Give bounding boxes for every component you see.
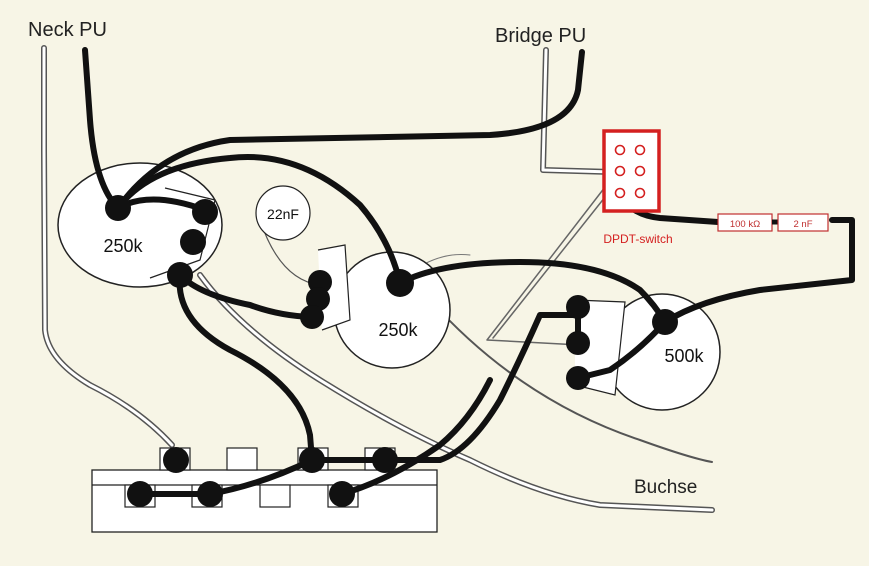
switch-lug [634, 144, 646, 156]
pot-right-label: 500k [664, 346, 704, 366]
switch-lug [634, 187, 646, 199]
neck-pickup-label: Neck PU [28, 19, 107, 41]
resistor-label: 100 kΩ [730, 219, 760, 230]
pot-left-label: 250k [103, 236, 143, 256]
pot-right: 500k [574, 293, 721, 411]
capacitor-label: 22nF [267, 206, 299, 222]
thin-wires [41, 45, 715, 513]
resistor-100k: 100 kΩ [717, 213, 773, 232]
bridge-pickup-label: Bridge PU [495, 25, 586, 47]
pot-middle-label: 250k [378, 320, 418, 340]
switch-lug [614, 165, 626, 177]
solder-joints [105, 195, 678, 507]
dpdt-switch: DPDT-switch [602, 129, 673, 246]
jack-label: Buchse [634, 477, 697, 498]
pot-middle: 250k [317, 244, 451, 369]
capacitor-2nf: 2 nF [772, 213, 829, 232]
switch-label: DPDT-switch [603, 232, 672, 246]
switch-lug [614, 187, 626, 199]
switch-lug [614, 144, 626, 156]
thick-wires [82, 47, 855, 497]
switch-lug [634, 165, 646, 177]
cap-small-label: 2 nF [793, 219, 812, 230]
capacitor-22nf: 22nF [255, 185, 311, 241]
